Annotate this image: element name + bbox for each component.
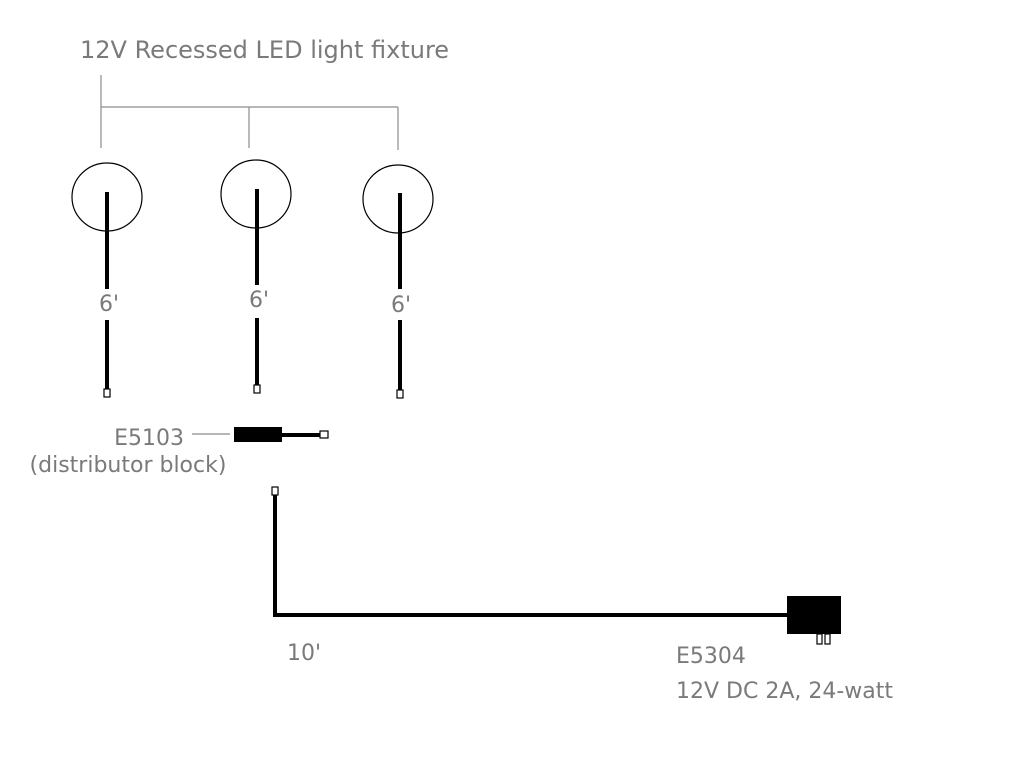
power-supply-prong-2 [824, 633, 831, 645]
diagram-title: 12V Recessed LED light fixture [80, 36, 449, 64]
title-bracket [100, 75, 399, 150]
distributor-part-number: E5103 [114, 426, 184, 451]
fixture-1: 6' [71, 162, 143, 398]
fixture-1-cable-length: 6' [99, 292, 119, 317]
distributor-output-connector [319, 430, 329, 439]
fixture-3-cable-length: 6' [391, 293, 411, 318]
main-cable-connector [271, 486, 279, 496]
main-cable: 10' [271, 486, 790, 666]
distributor-block: E5103 (distributor block) [30, 426, 329, 478]
fixture-2-cable-length: 6' [249, 288, 269, 313]
fixture-3-connector [396, 389, 404, 399]
power-supply-body [787, 596, 841, 634]
fixture-3: 6' [362, 164, 434, 399]
power-supply-prong-1 [816, 633, 823, 645]
fixture-2: 6' [220, 159, 292, 394]
distributor-description: (distributor block) [30, 453, 227, 478]
fixture-2-connector [253, 384, 261, 394]
power-supply: E5304 12V DC 2A, 24-watt [676, 596, 893, 704]
main-cable-wire [273, 495, 790, 617]
distributor-body [234, 427, 282, 442]
power-supply-part-number: E5304 [676, 644, 746, 669]
main-cable-length: 10' [287, 641, 321, 666]
fixture-1-connector [103, 388, 111, 398]
power-supply-spec: 12V DC 2A, 24-watt [676, 679, 893, 704]
